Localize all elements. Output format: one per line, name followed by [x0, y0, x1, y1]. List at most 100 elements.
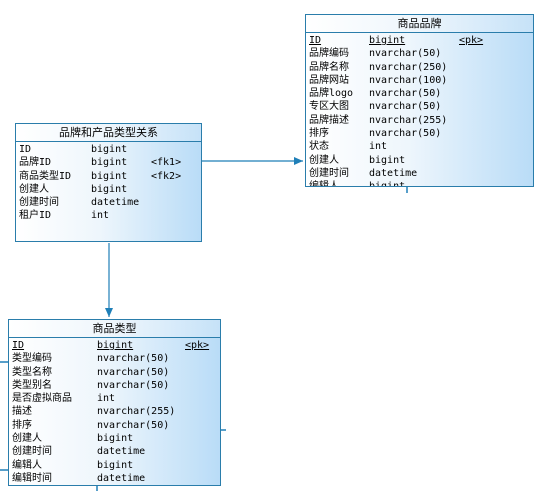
column-row: 创建人 bigint — [19, 183, 201, 196]
column-row: ID bigint <pk> — [309, 34, 533, 47]
column-type: datetime — [369, 167, 418, 179]
column-name: ID — [19, 144, 32, 155]
column-name: 编辑人 — [309, 181, 339, 187]
column-row: 品牌logo nvarchar(50) — [309, 87, 533, 100]
column-row: 创建时间 datetime — [19, 196, 201, 209]
column-name: 创建人 — [309, 154, 339, 166]
column-name: 创建时间 — [12, 446, 52, 458]
column-type: bigint — [91, 157, 128, 169]
column-name: ID — [12, 340, 25, 351]
column-name: 商品类型ID — [19, 170, 72, 182]
column-type: int — [369, 141, 388, 153]
entity-brand[interactable]: 商品品牌 ID bigint <pk> 品牌编码 nvarchar(50) 品牌名称 nva… — [305, 14, 534, 187]
column-name: 状态 — [309, 141, 329, 153]
entity-brand-category-relation[interactable]: 品牌和产品类型关系 ID bigint 品牌ID bigint <fk1> 商品类型ID b… — [15, 123, 202, 242]
column-name: 编辑时间 — [12, 472, 52, 484]
column-name: 类型编码 — [12, 353, 52, 365]
column-type: nvarchar(50) — [97, 379, 170, 391]
column-type: nvarchar(50) — [369, 48, 442, 60]
column-key: <pk> — [185, 340, 210, 351]
column-row: ID bigint <pk> — [12, 339, 220, 352]
entity-title: 品牌和产品类型关系 — [16, 124, 201, 142]
column-row: 租户ID int — [19, 209, 201, 222]
column-row: 创建时间 datetime — [12, 445, 220, 458]
column-type: bigint — [91, 183, 128, 195]
column-key: <pk> — [459, 35, 484, 46]
column-row: 专区大图 nvarchar(50) — [309, 100, 533, 113]
column-key: <fk2> — [151, 170, 182, 182]
column-row: 创建人 bigint — [309, 154, 533, 167]
column-type: nvarchar(250) — [369, 61, 448, 73]
column-row: 编辑人 bigint — [309, 180, 533, 187]
column-row: 品牌网站 nvarchar(100) — [309, 74, 533, 87]
column-name: 排序 — [309, 128, 329, 140]
column-type: nvarchar(50) — [369, 88, 442, 100]
column-row: 品牌描述 nvarchar(255) — [309, 114, 533, 127]
column-type: bigint — [97, 459, 134, 471]
column-name: 创建时间 — [19, 197, 59, 209]
column-list: ID bigint <pk> 品牌编码 nvarchar(50) 品牌名称 nvarchar… — [306, 33, 533, 187]
column-type: nvarchar(100) — [369, 74, 448, 86]
column-name: 品牌ID — [19, 157, 52, 169]
column-row: 类型别名 nvarchar(50) — [12, 379, 220, 392]
column-type: nvarchar(50) — [97, 419, 170, 431]
column-type: datetime — [97, 472, 146, 484]
entity-title: 商品类型 — [9, 320, 220, 338]
column-type: int — [91, 210, 110, 222]
column-type: datetime — [91, 197, 140, 209]
column-key: <fk1> — [151, 157, 182, 169]
column-row: 排序 nvarchar(50) — [309, 127, 533, 140]
column-row: ID bigint — [19, 143, 201, 156]
column-name: 创建人 — [19, 183, 49, 195]
column-type: nvarchar(50) — [369, 101, 442, 113]
column-type: bigint — [369, 181, 406, 187]
column-row: 编辑人 bigint — [12, 459, 220, 472]
column-row: 状态 int — [309, 140, 533, 153]
column-row: 品牌名称 nvarchar(250) — [309, 61, 533, 74]
column-type: bigint — [97, 340, 134, 351]
column-name: 租户ID — [19, 210, 52, 222]
column-type: bigint — [97, 433, 134, 445]
column-type: nvarchar(50) — [97, 366, 170, 378]
column-name: 品牌网站 — [309, 74, 349, 86]
column-type: nvarchar(50) — [369, 128, 442, 140]
column-name: 专区大图 — [309, 101, 349, 113]
column-type: bigint — [369, 154, 406, 166]
column-row: 创建人 bigint — [12, 432, 220, 445]
column-name: 排序 — [12, 419, 32, 431]
column-name: 描述 — [12, 406, 32, 418]
column-type: nvarchar(255) — [97, 406, 176, 418]
column-row: 类型编码 nvarchar(50) — [12, 352, 220, 365]
column-type: int — [97, 393, 116, 405]
column-name: 品牌描述 — [309, 114, 349, 126]
column-name: 品牌名称 — [309, 61, 349, 73]
entity-title: 商品品牌 — [306, 15, 533, 33]
column-list: ID bigint 品牌ID bigint <fk1> 商品类型ID bigint <fk2>… — [16, 142, 201, 223]
column-name: 是否虚拟商品 — [12, 393, 72, 405]
column-type: nvarchar(50) — [97, 353, 170, 365]
column-name: 品牌logo — [309, 88, 354, 100]
column-type: bigint — [91, 170, 128, 182]
column-row: 创建时间 datetime — [309, 167, 533, 180]
column-row: 品牌ID bigint <fk1> — [19, 156, 201, 169]
column-row: 描述 nvarchar(255) — [12, 405, 220, 418]
column-type: datetime — [97, 446, 146, 458]
column-row: 排序 nvarchar(50) — [12, 419, 220, 432]
column-name: 创建时间 — [309, 167, 349, 179]
column-row: 编辑时间 datetime — [12, 472, 220, 485]
column-row: 品牌编码 nvarchar(50) — [309, 47, 533, 60]
column-row: 是否虚拟商品 int — [12, 392, 220, 405]
column-name: 编辑人 — [12, 459, 42, 471]
column-type: bigint — [91, 144, 128, 155]
column-type: nvarchar(255) — [369, 114, 448, 126]
column-name: 类型别名 — [12, 379, 52, 391]
column-type: bigint — [369, 35, 406, 46]
column-name: 品牌编码 — [309, 48, 349, 60]
column-name: ID — [309, 35, 322, 46]
column-row: 商品类型ID bigint <fk2> — [19, 170, 201, 183]
column-name: 创建人 — [12, 433, 42, 445]
